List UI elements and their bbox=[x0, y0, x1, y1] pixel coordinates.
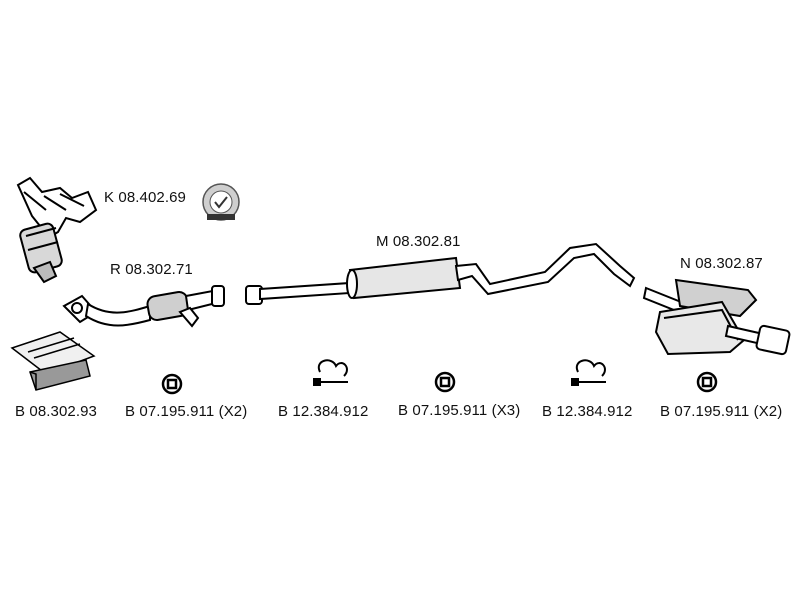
rubber-ring-2-drawing bbox=[434, 371, 456, 393]
rear-silencer-part-label: N 08.302.87 bbox=[680, 255, 763, 272]
clamp-2-label: B 12.384.912 bbox=[542, 403, 633, 420]
clamp-1-label: B 12.384.912 bbox=[278, 403, 369, 420]
front-pipe-part-label: R 08.302.71 bbox=[110, 261, 193, 278]
ring-3-label: B 07.195.911 (X2) bbox=[660, 403, 783, 420]
catalyst-part-label: K 08.402.69 bbox=[104, 189, 187, 206]
middle-silencer-part-label: M 08.302.81 bbox=[376, 233, 461, 250]
clamp-1-drawing bbox=[313, 359, 348, 386]
front-pipe-drawing bbox=[62, 285, 225, 328]
catalyst-manifold-drawing bbox=[16, 176, 98, 284]
rear-silencer-drawing bbox=[642, 278, 791, 356]
clamp-2-drawing bbox=[571, 359, 606, 386]
middle-silencer-drawing bbox=[245, 242, 636, 305]
ring-2-label: B 07.195.911 (X3) bbox=[398, 402, 521, 419]
mounting-kit-box-drawing bbox=[10, 331, 96, 391]
ring-1-label: B 07.195.911 (X2) bbox=[125, 403, 248, 420]
certificate-seal-icon bbox=[202, 183, 240, 221]
mounting-kit-label: B 08.302.93 bbox=[15, 403, 98, 420]
rubber-ring-3-drawing bbox=[696, 371, 718, 393]
rubber-ring-1-drawing bbox=[161, 373, 183, 395]
